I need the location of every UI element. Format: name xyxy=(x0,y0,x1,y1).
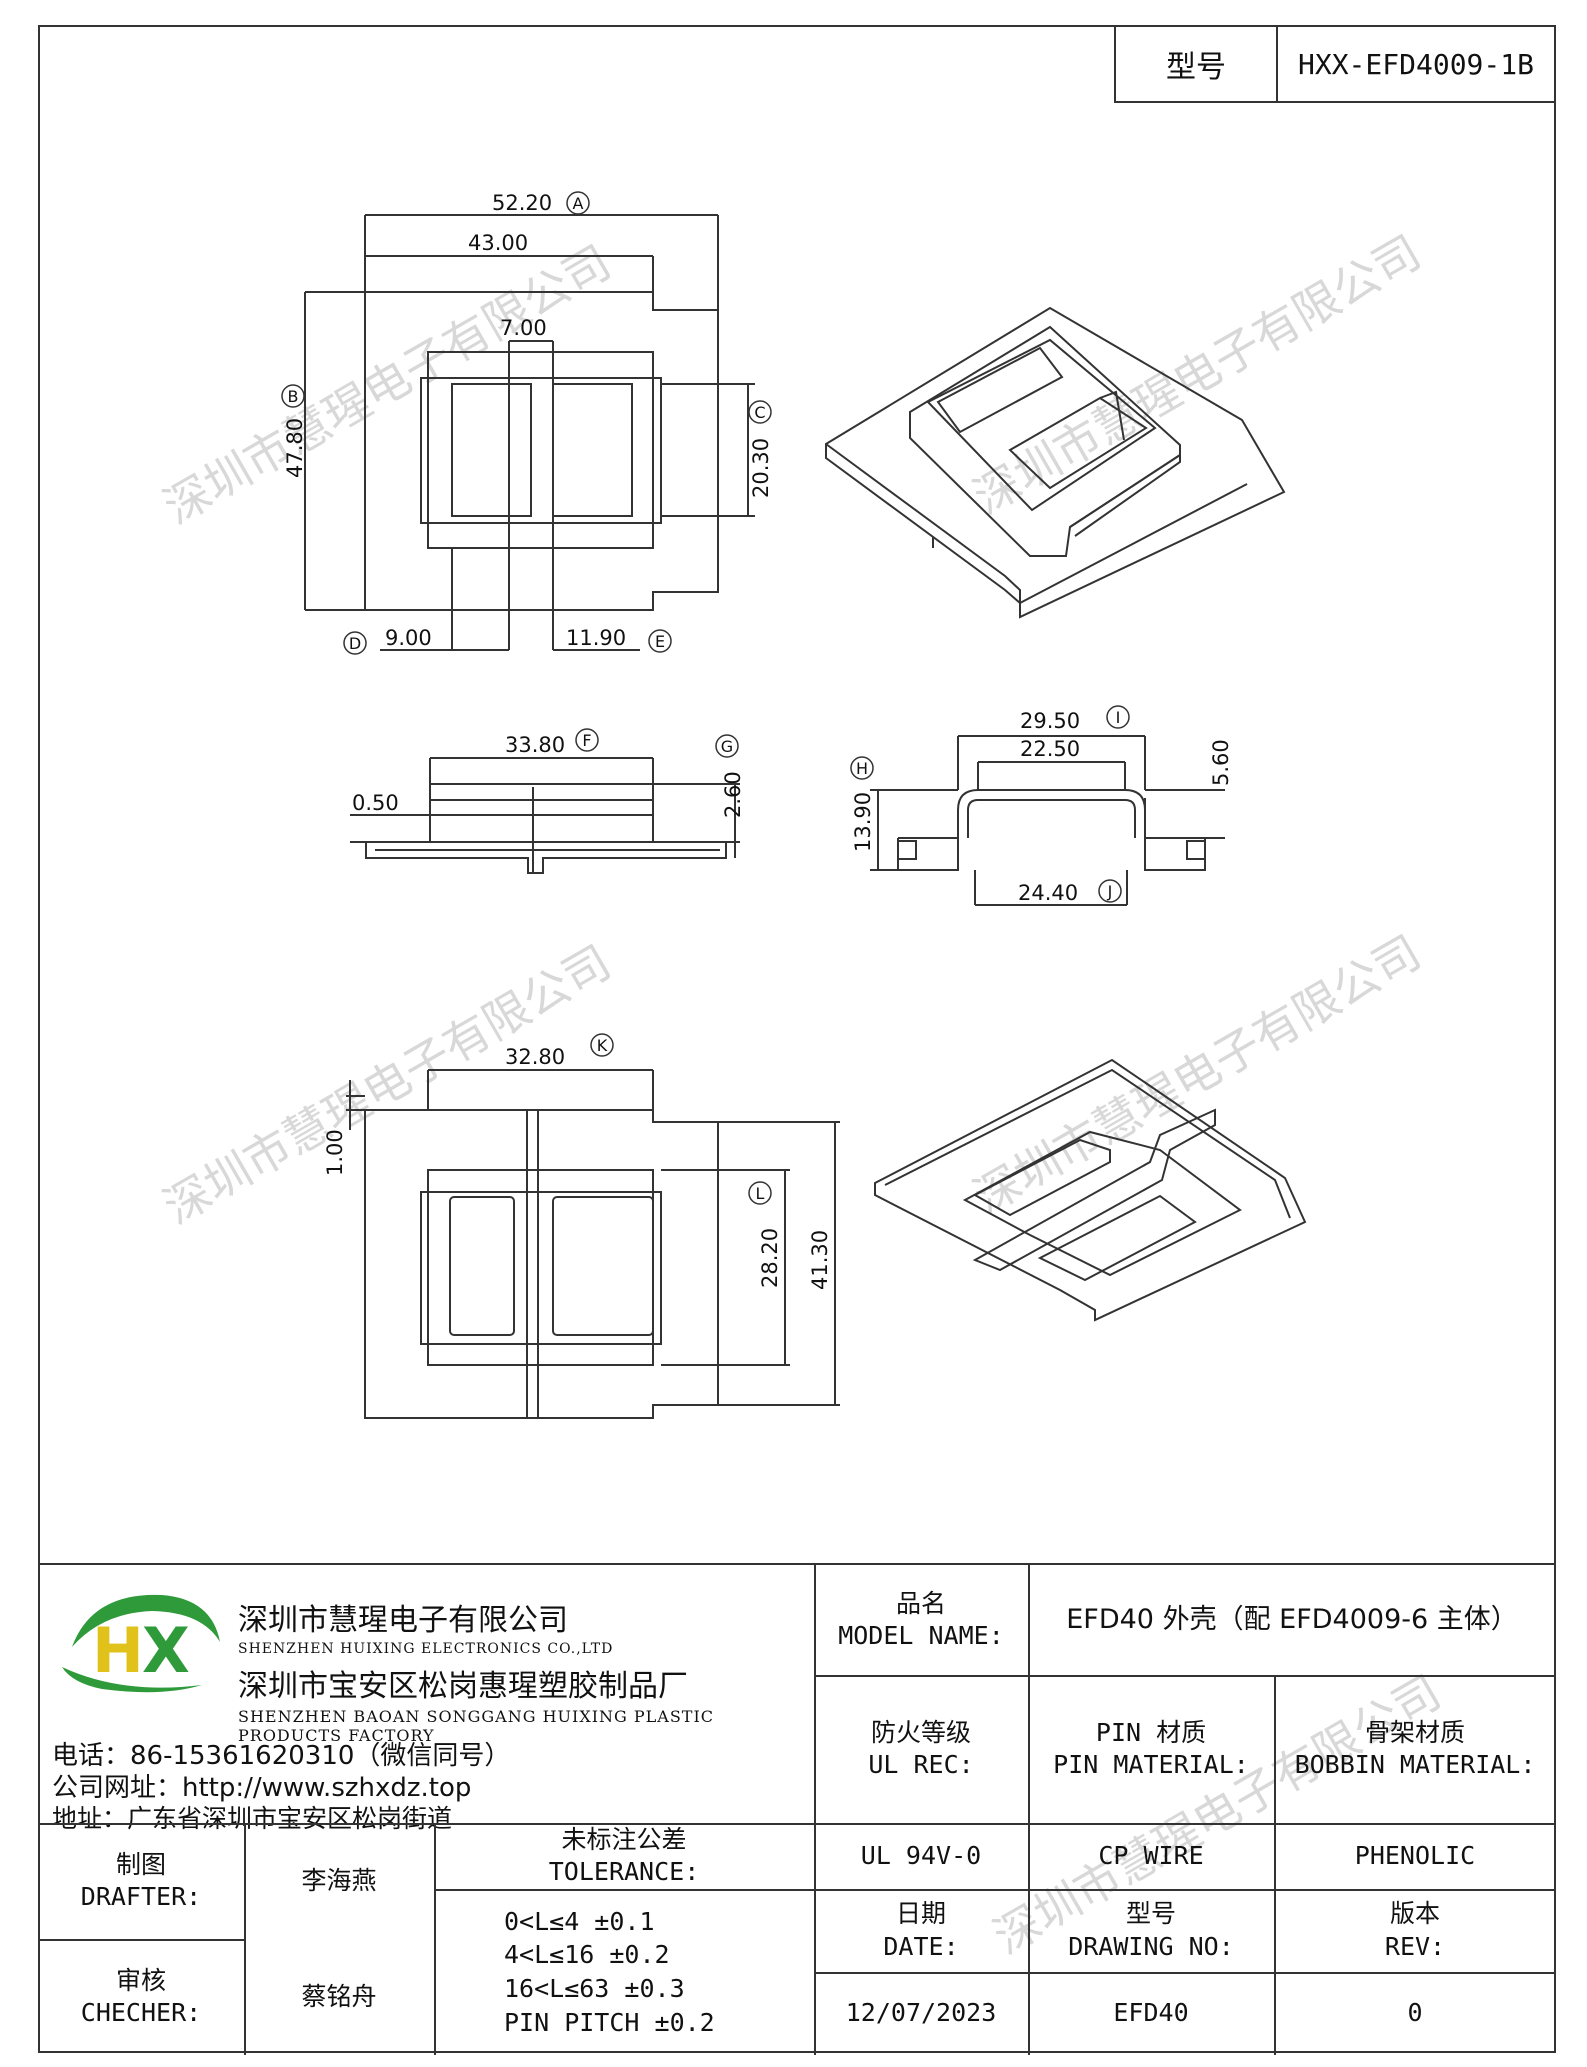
company-name-en-2: SHENZHEN BAOAN SONGGANG HUIXING PLASTIC … xyxy=(238,1707,715,1745)
svg-text:X: X xyxy=(142,1614,190,1687)
svg-text:A: A xyxy=(573,194,584,213)
tolerance-values: 0<L≤4 ±0.1 4<L≤16 ±0.2 16<L≤63 ±0.3 PIN … xyxy=(504,1906,715,2037)
drawing-no-value: EFD40 xyxy=(1113,1998,1189,2028)
svg-text:C: C xyxy=(754,403,765,422)
website: 公司网址：http://www.szhxdz.top xyxy=(52,1773,472,1803)
tag-e: E xyxy=(648,629,672,653)
company-name-cn-2: 深圳市宝安区松岗惠瑆塑胶制品厂 xyxy=(238,1669,688,1704)
tag-j: J xyxy=(1098,879,1122,903)
date-value: 12/07/2023 xyxy=(845,1998,997,2028)
dim-32-80: 32.80 xyxy=(505,1045,565,1069)
pin-material-value: CP WIRE xyxy=(1098,1840,1204,1870)
address: 地址：广东省深圳市宝安区松岗街道 xyxy=(52,1804,453,1833)
svg-text:H: H xyxy=(92,1614,144,1687)
svg-text:J: J xyxy=(1107,882,1113,901)
dim-43-00: 43.00 xyxy=(468,231,528,255)
bobbin-material-value: PHENOLIC xyxy=(1354,1840,1476,1870)
svg-text:F: F xyxy=(582,731,591,750)
dim-22-50: 22.50 xyxy=(1020,737,1080,761)
title-block: H X 深圳市慧瑆电子有限公司 SHENZHEN HUIXING ELECTRO… xyxy=(38,1563,1556,2055)
svg-text:B: B xyxy=(288,387,299,406)
svg-text:E: E xyxy=(655,632,665,651)
technical-drawing: 52.20 43.00 7.00 47.80 20.30 9.00 11.90 … xyxy=(281,191,1307,1419)
svg-text:D: D xyxy=(349,634,361,653)
dim-29-50: 29.50 xyxy=(1020,709,1080,733)
tag-i: I xyxy=(1106,705,1130,729)
dim-11-90: 11.90 xyxy=(566,626,626,650)
dim-41-30: 41.30 xyxy=(808,1230,832,1290)
company-name-cn-1: 深圳市慧瑆电子有限公司 xyxy=(238,1603,568,1638)
drawing-frame xyxy=(38,25,1556,2053)
drafter-value: 李海燕 xyxy=(301,1865,377,1895)
company-name-en-1: SHENZHEN HUIXING ELECTRONICS CO.,LTD xyxy=(238,1641,614,1657)
rev-value: 0 xyxy=(1407,1998,1423,2028)
svg-text:H: H xyxy=(856,759,868,778)
front-view xyxy=(870,735,1225,906)
dim-2-60: 2.60 xyxy=(721,771,745,818)
dim-47-80: 47.80 xyxy=(283,418,307,478)
dim-24-40: 24.40 xyxy=(1018,881,1078,905)
dim-28-20: 28.20 xyxy=(758,1228,782,1288)
phone: 电话：86-15361620310（微信同号） xyxy=(52,1741,511,1771)
model-number-box: 型号 HXX-EFD4009-1B xyxy=(1114,25,1556,103)
dim-5-60: 5.60 xyxy=(1209,739,1233,786)
iso-view-bottom xyxy=(874,1058,1307,1322)
hx-logo: H X xyxy=(62,1594,220,1693)
dim-52-20: 52.20 xyxy=(492,191,552,215)
tag-b: B xyxy=(281,384,305,408)
dim-1-00: 1.00 xyxy=(323,1129,347,1176)
bottom-view xyxy=(346,1069,840,1419)
dim-0-50: 0.50 xyxy=(352,791,399,815)
tag-k: K xyxy=(590,1033,614,1057)
company-info: H X 深圳市慧瑆电子有限公司 SHENZHEN HUIXING ELECTRO… xyxy=(38,1565,814,1833)
svg-text:L: L xyxy=(756,1184,765,1203)
tag-h: H xyxy=(850,756,874,780)
top-view xyxy=(304,214,755,651)
tag-a: A xyxy=(566,191,590,215)
ul-rec-value: UL 94V-0 xyxy=(860,1840,982,1870)
model-name-value: EFD40 外壳（配 EFD4009-6 主体） xyxy=(1066,1604,1518,1636)
dim-20-30: 20.30 xyxy=(749,438,773,498)
svg-text:K: K xyxy=(597,1036,608,1055)
dim-13-90: 13.90 xyxy=(851,792,875,852)
svg-text:G: G xyxy=(721,737,733,756)
dim-9-00: 9.00 xyxy=(385,626,432,650)
dim-7-00: 7.00 xyxy=(500,316,547,340)
model-value: HXX-EFD4009-1B xyxy=(1297,47,1534,81)
tag-l: L xyxy=(748,1181,772,1205)
svg-text:I: I xyxy=(1116,708,1121,727)
tag-c: C xyxy=(748,400,772,424)
tag-g: G xyxy=(715,734,739,758)
tag-f: F xyxy=(575,728,599,752)
iso-view-top xyxy=(825,306,1286,619)
dim-33-80: 33.80 xyxy=(505,733,565,757)
side-view xyxy=(350,757,740,874)
checker-value: 蔡铭舟 xyxy=(301,1981,377,2011)
model-label: 型号 xyxy=(1116,27,1278,101)
tag-d: D xyxy=(343,631,367,655)
